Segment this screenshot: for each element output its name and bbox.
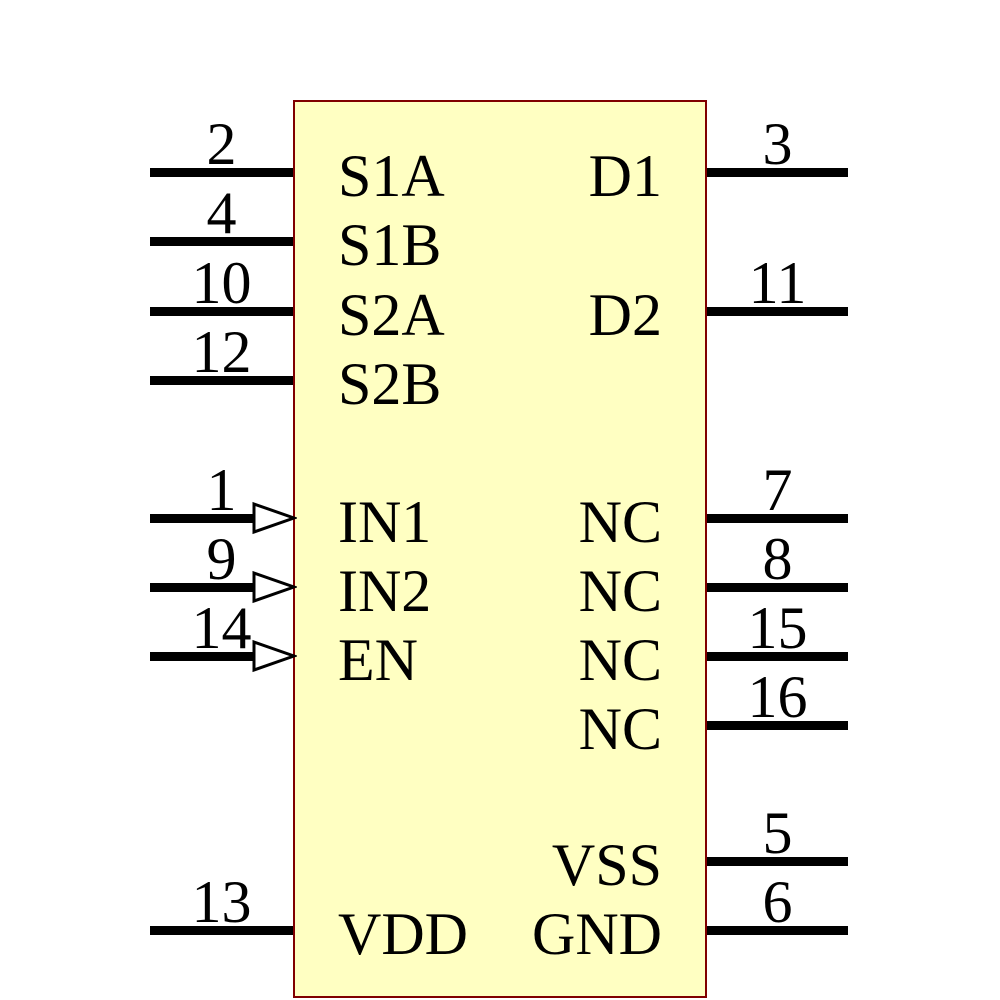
pin-1-wire[interactable] xyxy=(150,514,253,523)
pin-11-name-label: D2 xyxy=(588,282,662,348)
pin-14-wire[interactable] xyxy=(150,652,253,661)
pin-8-number-label: 8 xyxy=(762,526,793,592)
pin-15-wire[interactable] xyxy=(707,652,848,661)
pin-9-wire[interactable] xyxy=(150,583,253,592)
pin-5-wire[interactable] xyxy=(707,857,848,866)
input-arrow-icon xyxy=(252,639,297,673)
pin-2-number-label: 2 xyxy=(206,111,237,177)
pin-4-number-label: 4 xyxy=(206,180,237,246)
pin-7-number-label: 7 xyxy=(762,457,793,523)
pin-9-name-label: IN2 xyxy=(338,558,432,624)
pin-7-name-label: NC xyxy=(578,489,662,555)
pin-3-wire[interactable] xyxy=(707,168,848,177)
pin-11-number-label: 11 xyxy=(748,250,807,316)
pin-6-number-label: 6 xyxy=(762,869,793,935)
pin-3-name-label: D1 xyxy=(588,143,662,209)
pin-15-number-label: 15 xyxy=(747,595,808,661)
pin-14-name-label: EN xyxy=(338,627,418,693)
pin-15-name-label: NC xyxy=(578,627,662,693)
pin-12-number-label: 12 xyxy=(191,319,252,385)
pin-4-name-label: S1B xyxy=(338,212,442,278)
pin-1-name-label: IN1 xyxy=(338,489,432,555)
pin-11-wire[interactable] xyxy=(707,307,848,316)
pin-7-wire[interactable] xyxy=(707,514,848,523)
pin-16-number-label: 16 xyxy=(747,664,808,730)
pin-14-number-label: 14 xyxy=(191,595,252,661)
pin-8-wire[interactable] xyxy=(707,583,848,592)
pin-13-name-label: VDD xyxy=(338,901,468,967)
pin-12-name-label: S2B xyxy=(338,351,442,417)
pin-3-number-label: 3 xyxy=(762,111,793,177)
pin-10-name-label: S2A xyxy=(338,282,445,348)
pin-4-wire[interactable] xyxy=(150,237,293,246)
pin-13-number-label: 13 xyxy=(191,869,252,935)
input-arrow-icon xyxy=(252,570,297,604)
pin-5-name-label: VSS xyxy=(551,832,662,898)
pin-10-number-label: 10 xyxy=(191,250,252,316)
pin-5-number-label: 5 xyxy=(762,800,793,866)
pin-2-wire[interactable] xyxy=(150,168,293,177)
pin-16-wire[interactable] xyxy=(707,721,848,730)
pin-8-name-label: NC xyxy=(578,558,662,624)
pin-6-name-label: GND xyxy=(532,901,662,967)
pin-2-name-label: S1A xyxy=(338,143,445,209)
component-body[interactable] xyxy=(293,100,707,998)
input-arrow-icon xyxy=(252,501,297,535)
pin-6-wire[interactable] xyxy=(707,926,848,935)
pin-12-wire[interactable] xyxy=(150,376,293,385)
pin-10-wire[interactable] xyxy=(150,307,293,316)
pin-13-wire[interactable] xyxy=(150,926,293,935)
pin-1-number-label: 1 xyxy=(206,457,237,523)
pin-9-number-label: 9 xyxy=(206,526,237,592)
pin-16-name-label: NC xyxy=(578,696,662,762)
